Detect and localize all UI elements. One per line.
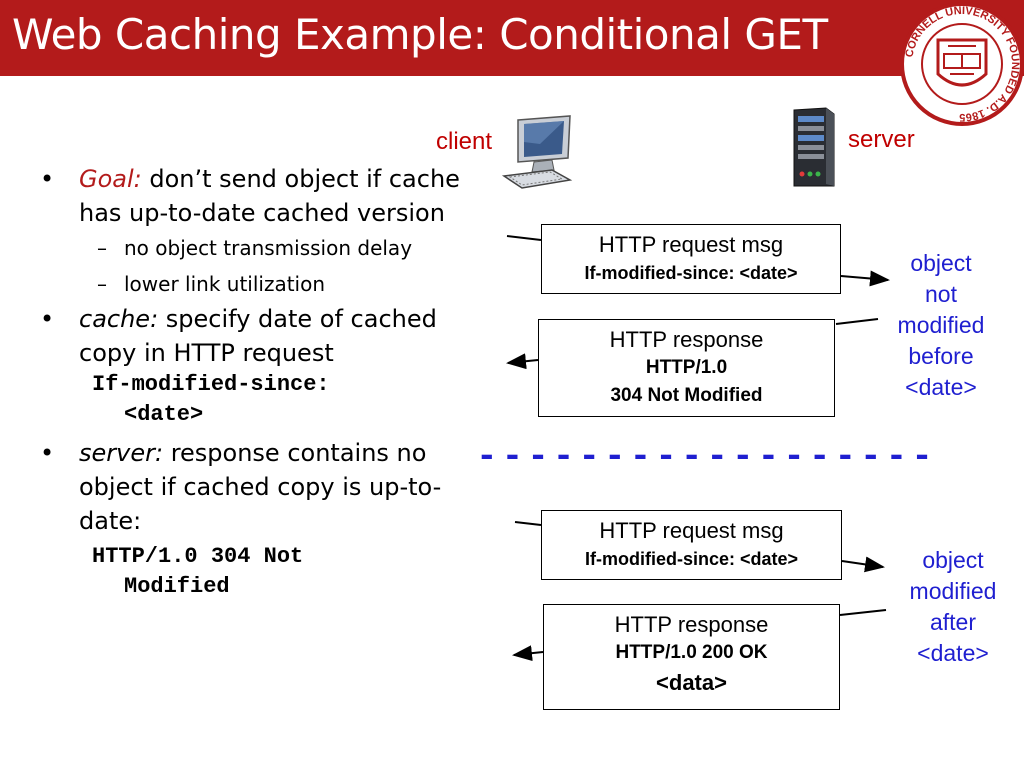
- bullet-cache: • cache: specify date of cached copy in …: [40, 302, 480, 370]
- server-label: server: [848, 126, 915, 153]
- req1-line-in: [506, 235, 542, 241]
- req2-line-in: [514, 521, 542, 526]
- note-not-modified: object not modified before <date>: [897, 250, 985, 400]
- sub-bullet-text: no object transmission delay: [124, 236, 413, 260]
- computer-icon: [501, 115, 573, 189]
- req1-arrow: [840, 270, 890, 287]
- server-label: server:: [79, 439, 164, 467]
- university-seal: CORNELL UNIVERSITY FOUNDED A.D. 1865: [900, 2, 1024, 126]
- client-label: client: [436, 128, 493, 155]
- resp2-arrow: [512, 645, 544, 662]
- response-box-1: HTTP response HTTP/1.0 304 Not Modified: [538, 319, 835, 417]
- bullet-goal: • Goal: don’t send object if cache has u…: [40, 162, 480, 230]
- bullet-list: • Goal: don’t send object if cache has u…: [40, 162, 480, 602]
- req2-arrow: [841, 556, 885, 573]
- title-bar: Web Caching Example: Conditional GET: [0, 0, 1024, 76]
- bullet-dot: •: [40, 305, 55, 333]
- server-text: response contains no object if cached co…: [79, 439, 442, 535]
- resp1-line-in: [835, 318, 879, 325]
- sub-bullet: –no object transmission delay: [97, 236, 413, 260]
- slide-title: Web Caching Example: Conditional GET: [12, 10, 828, 59]
- note-modified: object modified after <date>: [909, 547, 997, 666]
- sub-bullet-text: lower link utilization: [124, 272, 326, 296]
- separator-dashes: ------------------: [476, 436, 937, 477]
- goal-label: Goal:: [79, 165, 142, 193]
- bullet-server: • server: response contains no object if…: [40, 436, 480, 538]
- resp1-arrow: [506, 353, 539, 370]
- response-box-2: HTTP response HTTP/1.0 200 OK <data>: [543, 604, 840, 710]
- server-icon: [793, 107, 835, 187]
- bullet-dot: •: [40, 165, 55, 193]
- server-code: HTTP/1.0 304 Not Modified: [92, 544, 304, 599]
- goal-text: don’t send object if cache has up-to-dat…: [79, 165, 460, 227]
- request-box-2: HTTP request msg If-modified-since: <dat…: [541, 510, 842, 580]
- sub-bullet: –lower link utilization: [97, 272, 326, 296]
- cache-label: cache:: [79, 305, 159, 333]
- request-box-1: HTTP request msg If-modified-since: <dat…: [541, 224, 841, 294]
- bullet-dot: •: [40, 439, 55, 467]
- resp2-line-in: [839, 609, 887, 616]
- cache-text: specify date of cached copy in HTTP requ…: [79, 305, 437, 367]
- cache-code: If-modified-since: <date>: [92, 372, 330, 427]
